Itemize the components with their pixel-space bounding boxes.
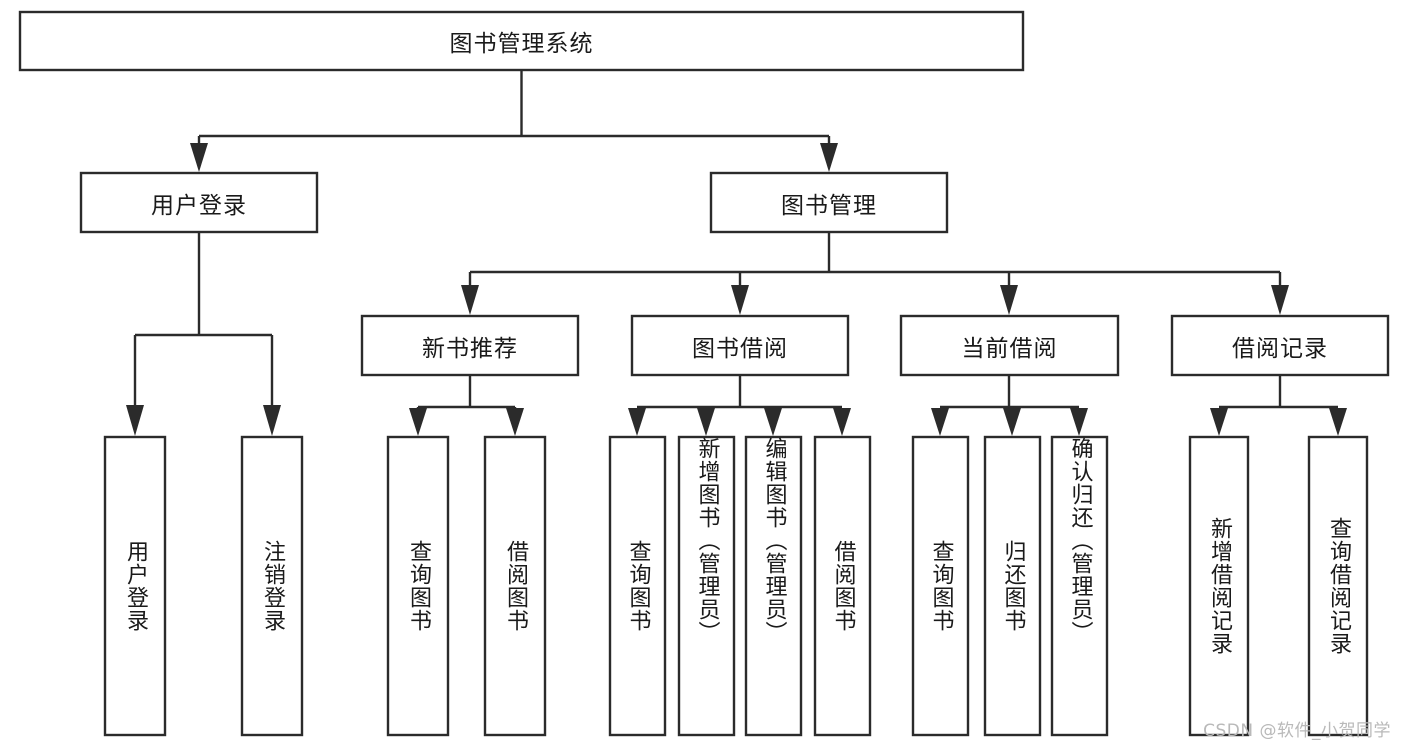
arrowhead-borrow-records bbox=[1271, 285, 1289, 315]
arrowhead-user-login bbox=[190, 143, 208, 172]
node-current-borrow[interactable] bbox=[899, 314, 1120, 377]
arrowhead-book-borrow bbox=[731, 285, 749, 315]
node-bb-add-book[interactable] bbox=[677, 435, 736, 737]
node-cb-return-book[interactable] bbox=[983, 435, 1042, 737]
arrowhead-cb-query-book bbox=[931, 408, 949, 436]
arrowhead-current-borrow bbox=[1000, 285, 1018, 315]
node-nbr-borrow-book[interactable] bbox=[483, 435, 547, 737]
node-root[interactable] bbox=[18, 10, 1025, 72]
connector-layer bbox=[126, 70, 1347, 436]
arrowhead-br-query-record bbox=[1329, 408, 1347, 436]
csdn-watermark: CSDN @软件_小贺同学 bbox=[1203, 721, 1391, 741]
arrowhead-bb-add-book bbox=[697, 408, 715, 436]
arrowhead-bb-query-book bbox=[628, 408, 646, 436]
node-user-login-do[interactable] bbox=[103, 435, 167, 737]
node-new-book-recommend[interactable] bbox=[360, 314, 580, 377]
arrowhead-br-add-record bbox=[1210, 408, 1228, 436]
arrowhead-nbr-borrow-book bbox=[506, 408, 524, 436]
node-nbr-query-book[interactable] bbox=[386, 435, 450, 737]
arrowhead-cb-confirm-return bbox=[1070, 408, 1088, 436]
arrowhead-new-book-recommend bbox=[461, 285, 479, 315]
arrowhead-user-logout bbox=[263, 405, 281, 436]
node-cb-confirm-return[interactable] bbox=[1050, 435, 1109, 737]
arrowhead-nbr-query-book bbox=[409, 408, 427, 436]
node-layer bbox=[18, 10, 1390, 737]
node-book-borrow[interactable] bbox=[630, 314, 850, 377]
arrowhead-user-login-do bbox=[126, 405, 144, 436]
node-cb-query-book[interactable] bbox=[911, 435, 970, 737]
arrowhead-bb-edit-book bbox=[764, 408, 782, 436]
node-bb-borrow-book[interactable] bbox=[813, 435, 872, 737]
node-bb-query-book[interactable] bbox=[608, 435, 667, 737]
node-user-logout[interactable] bbox=[240, 435, 304, 737]
arrowhead-cb-return-book bbox=[1003, 408, 1021, 436]
arrowhead-book-management bbox=[820, 143, 838, 172]
node-br-query-record[interactable] bbox=[1307, 435, 1369, 737]
arrowhead-bb-borrow-book bbox=[833, 408, 851, 436]
node-br-add-record[interactable] bbox=[1188, 435, 1250, 737]
node-user-login[interactable] bbox=[79, 171, 319, 234]
node-book-management[interactable] bbox=[709, 171, 949, 234]
node-borrow-records[interactable] bbox=[1170, 314, 1390, 377]
node-bb-edit-book[interactable] bbox=[744, 435, 803, 737]
